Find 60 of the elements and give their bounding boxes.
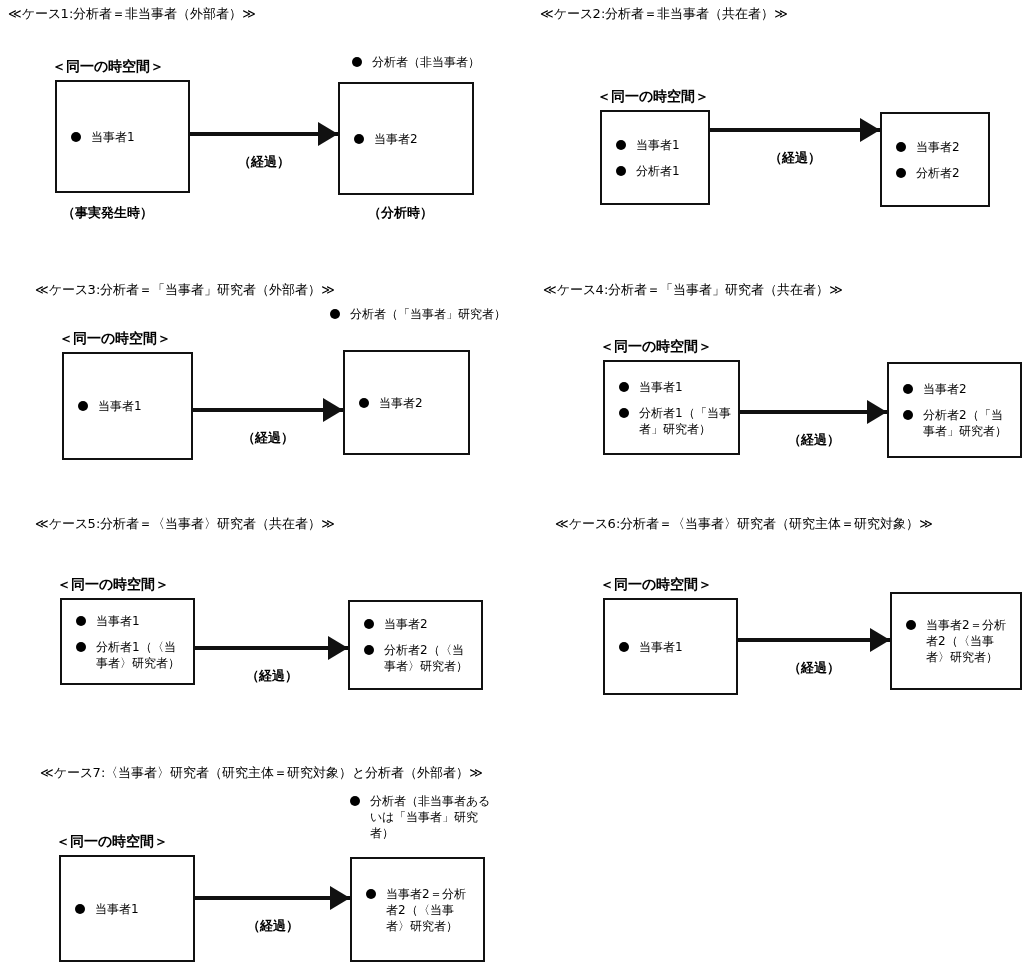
scene-box xyxy=(60,598,195,685)
arrow xyxy=(740,400,887,424)
box-heading: ＜同一の時空間＞ xyxy=(597,87,709,106)
scene-box xyxy=(62,352,193,460)
box-heading: ＜同一の時空間＞ xyxy=(56,832,168,851)
arrow xyxy=(190,122,338,146)
scene-box xyxy=(348,600,483,690)
scene-box xyxy=(890,592,1022,690)
entry-text: 当事者1 xyxy=(96,612,140,629)
entry-text: 分析者1（〈当事者〉研究者） xyxy=(96,638,181,671)
case-caption: ≪ケース1:分析者＝非当事者（外部者）≫ xyxy=(8,5,256,23)
entry-text: 当事者2＝分析者2（〈当事者〉研究者） xyxy=(386,885,467,934)
scene-box xyxy=(600,110,710,205)
scene-box xyxy=(338,82,474,195)
time-label: （事実発生時） xyxy=(62,204,153,222)
time-label: （分析時） xyxy=(368,204,433,222)
box-heading: ＜同一の時空間＞ xyxy=(600,575,712,594)
case-caption: ≪ケース7:〈当事者〉研究者（研究主体＝研究対象）と分析者（外部者）≫ xyxy=(40,764,483,782)
case-caption: ≪ケース5:分析者＝〈当事者〉研究者（共在者）≫ xyxy=(35,515,335,533)
entry-text: 当事者1 xyxy=(639,378,683,395)
box-heading: ＜同一の時空間＞ xyxy=(57,575,169,594)
arrow xyxy=(193,398,343,422)
entry-text: 分析者（「当事者」研究者） xyxy=(350,306,506,322)
scene-box xyxy=(887,362,1022,458)
case-caption: ≪ケース2:分析者＝非当事者（共在者）≫ xyxy=(540,5,788,23)
entry-text: 当事者1 xyxy=(98,398,142,414)
entry-text: 分析者2（〈当事者〉研究者） xyxy=(384,642,469,674)
case-caption: ≪ケース4:分析者＝「当事者」研究者（共在者）≫ xyxy=(543,281,843,299)
entry-text: 当事者2 xyxy=(379,394,423,411)
scene-box xyxy=(880,112,990,207)
arrow xyxy=(195,636,348,660)
scene-box xyxy=(55,80,190,193)
box-heading: ＜同一の時空間＞ xyxy=(52,57,164,76)
entry-text: 分析者（非当事者あるいは「当事者」研究者） xyxy=(370,793,490,841)
entry-text: 当事者2＝分析者2（〈当事者〉研究者） xyxy=(926,617,1007,665)
entry-text: 分析者1 xyxy=(636,162,680,179)
entry-text: 分析者2（「当事者」研究者） xyxy=(923,407,1008,439)
case-caption: ≪ケース6:分析者＝〈当事者〉研究者（研究主体＝研究対象）≫ xyxy=(555,515,933,533)
scene-box xyxy=(350,857,485,962)
entry-text: 当事者1 xyxy=(639,638,683,655)
entry-text: 当事者1 xyxy=(636,136,680,153)
arrow xyxy=(710,118,880,142)
entry-text: 当事者2 xyxy=(384,616,428,632)
entry-text: 分析者（非当事者） xyxy=(372,54,480,70)
entry-text: 分析者1（「当事者」研究者） xyxy=(639,404,732,437)
scene-box xyxy=(603,360,740,455)
scene-box xyxy=(59,855,195,962)
case-caption: ≪ケース3:分析者＝「当事者」研究者（外部者）≫ xyxy=(35,281,335,299)
entry-text: 当事者2 xyxy=(923,381,967,397)
arrow xyxy=(195,886,350,910)
box-heading: ＜同一の時空間＞ xyxy=(59,329,171,348)
entry-text: 当事者1 xyxy=(95,900,139,917)
scene-box xyxy=(603,598,738,695)
entry-text: 分析者2 xyxy=(916,164,960,181)
entry-text: 当事者1 xyxy=(91,128,135,145)
scene-box xyxy=(343,350,470,455)
arrow xyxy=(738,628,890,652)
box-heading: ＜同一の時空間＞ xyxy=(600,337,712,356)
entry-text: 当事者2 xyxy=(374,130,418,147)
entry-text: 当事者2 xyxy=(916,138,960,155)
